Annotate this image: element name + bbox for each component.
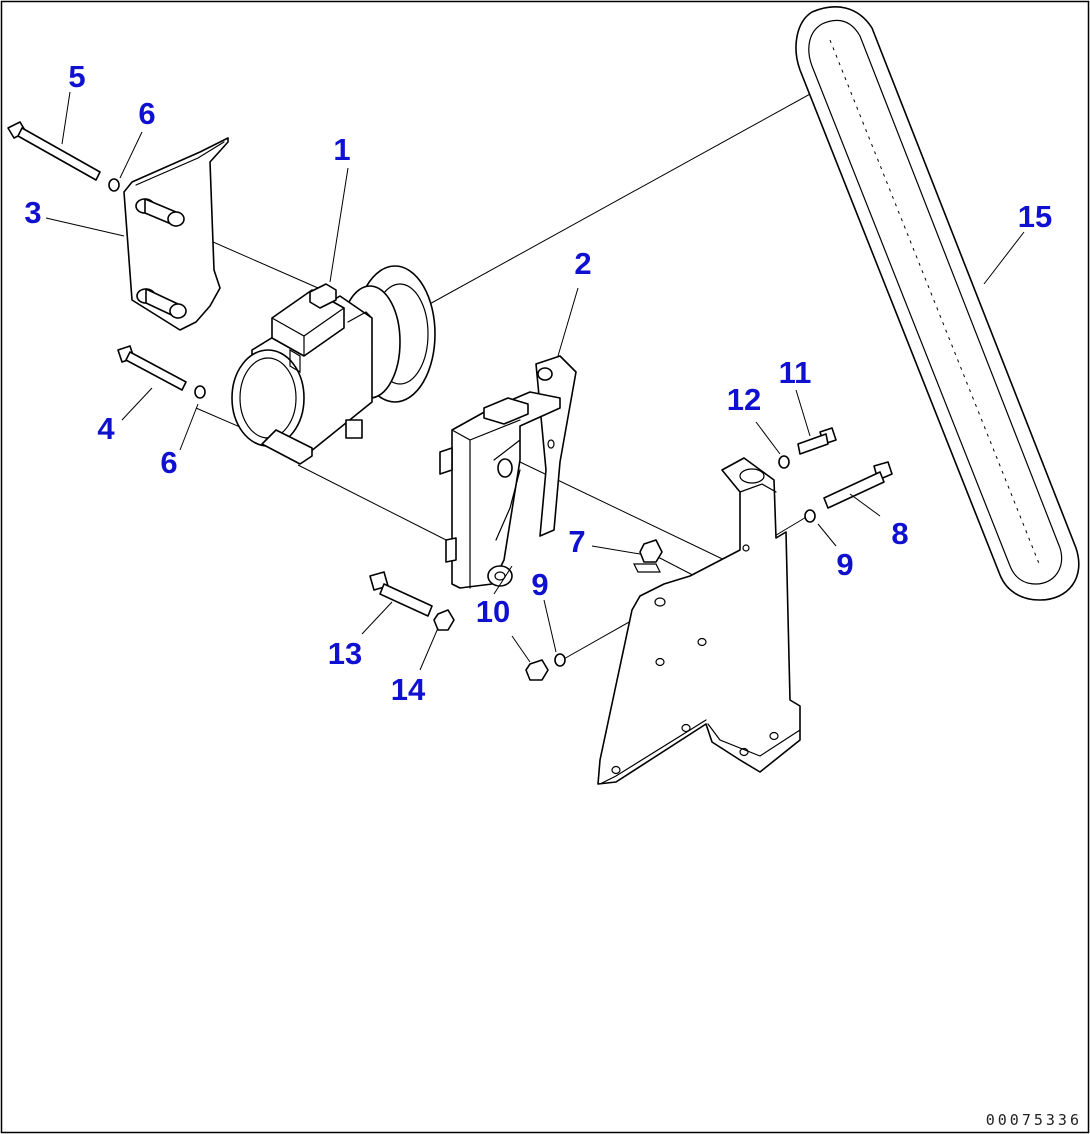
- leader-lines: [45, 91, 1025, 671]
- callout-5: 5: [68, 59, 85, 94]
- callout-12: 12: [727, 382, 761, 417]
- fasteners: [7, 121, 893, 681]
- callout-13: 13: [328, 636, 362, 671]
- bracket-part-3: [123, 137, 229, 331]
- callout-9-lower: 9: [531, 567, 548, 602]
- callout-8: 8: [891, 516, 908, 551]
- callout-3: 3: [24, 195, 41, 230]
- callout-2: 2: [574, 246, 591, 281]
- support-plate: [597, 457, 801, 785]
- compressor-part-1: [231, 265, 436, 465]
- callout-4: 4: [97, 411, 115, 446]
- v-belt: [795, 6, 1080, 601]
- callout-9-right: 9: [836, 547, 853, 582]
- drawing-reference-number: 00075336: [986, 1111, 1082, 1129]
- mounting-bracket-part-2: [439, 355, 577, 589]
- callout-6-middle: 6: [160, 445, 177, 480]
- callout-7: 7: [568, 524, 585, 559]
- callout-labels: 1 2 3 4 5 6 6 7 8 9 9 10 11 12 13 14 15: [24, 59, 1052, 707]
- callout-14: 14: [391, 672, 426, 707]
- callout-6-top: 6: [138, 96, 155, 131]
- callout-11: 11: [779, 355, 812, 390]
- callout-15: 15: [1018, 199, 1052, 234]
- callout-1: 1: [333, 132, 350, 167]
- callout-10: 10: [476, 594, 510, 629]
